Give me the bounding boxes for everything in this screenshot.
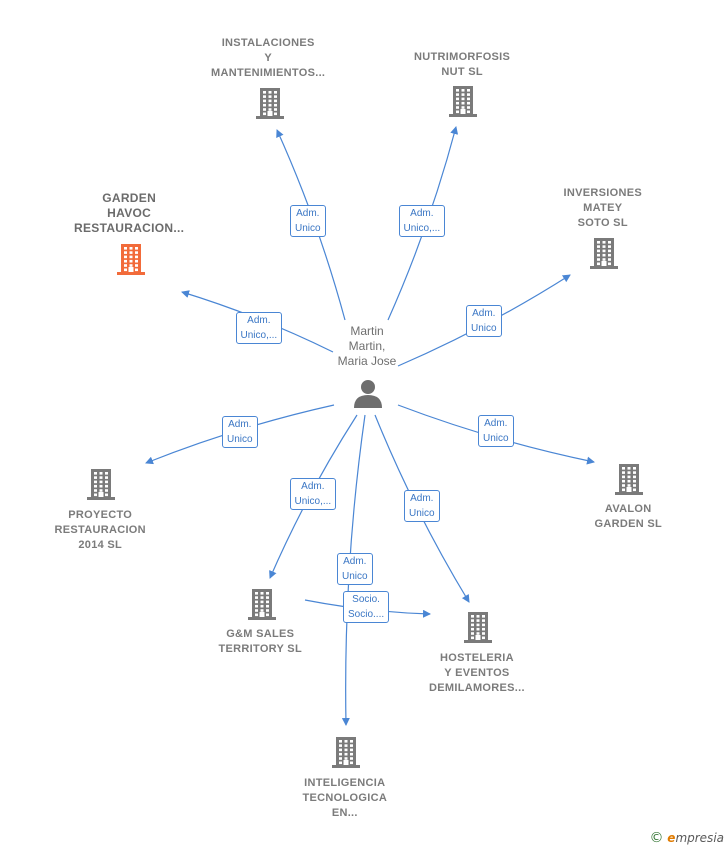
- company-label-gm-sales[interactable]: G&M SALES TERRITORY SL: [219, 627, 302, 657]
- company-label-proyecto[interactable]: PROYECTO RESTAURACION 2014 SL: [55, 508, 146, 553]
- company-label-line: PROYECTO: [68, 509, 133, 521]
- company-label-avalon[interactable]: AVALON GARDEN SL: [595, 502, 662, 532]
- edge-label-line: Adm.: [410, 208, 434, 219]
- company-label-line: INSTALACIONES: [221, 37, 315, 49]
- company-label-line: Y EVENTOS: [444, 667, 510, 679]
- company-label-line: G&M SALES: [226, 628, 295, 640]
- edge-label-e-socio[interactable]: Socio. Socio....: [343, 591, 390, 623]
- building-icon-avalon[interactable]: [615, 464, 643, 495]
- company-label-line: NUT SL: [441, 66, 483, 78]
- building-icon-inversiones[interactable]: [590, 238, 618, 269]
- edge-label-e-proyecto[interactable]: Adm. Unico: [222, 416, 258, 448]
- company-label-line: NUTRIMORFOSIS: [414, 51, 511, 63]
- company-label-line: INVERSIONES: [563, 187, 642, 199]
- edge-label-e-garden[interactable]: Adm. Unico,...: [235, 312, 283, 344]
- building-icon-proyecto[interactable]: [87, 469, 115, 500]
- company-label-line: AVALON: [604, 503, 652, 515]
- company-label-line: TERRITORY SL: [218, 643, 302, 655]
- edge-label-line: Adm.: [472, 308, 496, 319]
- edge-label-line: Adm.: [484, 418, 508, 429]
- center-name-line-2: Martin,: [348, 339, 386, 353]
- company-label-line: SOTO SL: [577, 217, 628, 229]
- company-label-line: INTELIGENCIA: [304, 777, 386, 789]
- company-label-inversiones[interactable]: INVERSIONES MATEY SOTO SL: [564, 186, 643, 231]
- building-icon-hosteleria[interactable]: [464, 612, 492, 643]
- empresia-brand[interactable]: © empresia: [649, 830, 724, 846]
- building-icon-garden-havoc[interactable]: [117, 244, 145, 275]
- company-label-line: RESTAURACION...: [74, 221, 185, 235]
- edge-label-line: Adm.: [410, 493, 434, 504]
- edge-label-e-gm[interactable]: Adm. Unico,...: [289, 478, 337, 510]
- company-label-line: GARDEN SL: [594, 518, 662, 530]
- company-label-line: MANTENIMIENTOS...: [211, 67, 326, 79]
- center-person-label[interactable]: Martin Martin, Maria Jose: [312, 324, 422, 369]
- company-label-line: GARDEN: [102, 191, 157, 205]
- edge-label-line: Unico,...: [294, 496, 332, 507]
- edge-label-line: Unico: [227, 434, 253, 445]
- company-label-hosteleria[interactable]: HOSTELERIA Y EVENTOS DEMILAMORES...: [429, 651, 525, 696]
- building-icon-instalaciones[interactable]: [256, 88, 284, 119]
- company-label-line: HAVOC: [107, 206, 152, 220]
- edge-label-line: Adm.: [296, 208, 320, 219]
- icons-layer: [87, 86, 643, 768]
- edge-label-line: Unico,...: [240, 330, 278, 341]
- edge-label-line: Adm.: [247, 315, 271, 326]
- edge-label-e-avalon[interactable]: Adm. Unico: [478, 415, 514, 447]
- edge-label-line: Adm.: [228, 419, 252, 430]
- brand-rest: mpresia: [675, 831, 724, 845]
- company-label-line: MATEY: [583, 202, 623, 214]
- building-icon-gm-sales[interactable]: [248, 589, 276, 620]
- edge-label-line: Unico: [471, 323, 497, 334]
- company-label-line: 2014 SL: [78, 539, 123, 551]
- edges-layer: [145, 126, 595, 726]
- company-label-line: EN...: [331, 807, 358, 819]
- building-icon-nutrimorfosis[interactable]: [449, 86, 477, 117]
- edge-label-line: Unico: [409, 508, 435, 519]
- company-label-nutrimorfosis[interactable]: NUTRIMORFOSIS NUT SL: [414, 50, 510, 80]
- edge-label-line: Unico: [295, 223, 321, 234]
- edge-label-line: Unico,...: [403, 223, 441, 234]
- company-label-instalaciones[interactable]: INSTALACIONES Y MANTENIMIENTOS...: [211, 36, 325, 81]
- company-label-inteligencia[interactable]: INTELIGENCIA TECNOLOGICA EN...: [303, 776, 388, 821]
- company-label-line: TECNOLOGICA: [302, 792, 388, 804]
- company-label-line: RESTAURACION: [54, 524, 146, 536]
- edge-label-line: Adm.: [301, 481, 325, 492]
- edge-label-e-instalaciones[interactable]: Adm. Unico: [290, 205, 326, 237]
- edge-label-e-inversiones[interactable]: Adm. Unico: [466, 305, 502, 337]
- person-icon[interactable]: [354, 380, 382, 408]
- building-icon-inteligencia[interactable]: [332, 737, 360, 768]
- edge-label-line: Socio....: [348, 609, 385, 620]
- edge-label-e-nutrimorfosis[interactable]: Adm. Unico,...: [398, 205, 446, 237]
- edge-label-e-inteligencia[interactable]: Adm. Unico: [337, 553, 373, 585]
- edge-label-line: Socio.: [352, 594, 380, 605]
- center-name-line-3: Maria Jose: [337, 354, 397, 368]
- copyright-icon: ©: [649, 830, 664, 846]
- edge-label-line: Adm.: [343, 556, 367, 567]
- edge-label-line: Unico: [483, 433, 509, 444]
- company-label-line: HOSTELERIA: [439, 652, 514, 664]
- company-label-line: DEMILAMORES...: [429, 682, 525, 694]
- center-name-line-1: Martin: [350, 324, 384, 338]
- company-label-line: Y: [264, 52, 272, 64]
- edge-label-e-hosteleria[interactable]: Adm. Unico: [404, 490, 440, 522]
- edge-label-line: Unico: [342, 571, 368, 582]
- brand-e: e: [667, 831, 676, 845]
